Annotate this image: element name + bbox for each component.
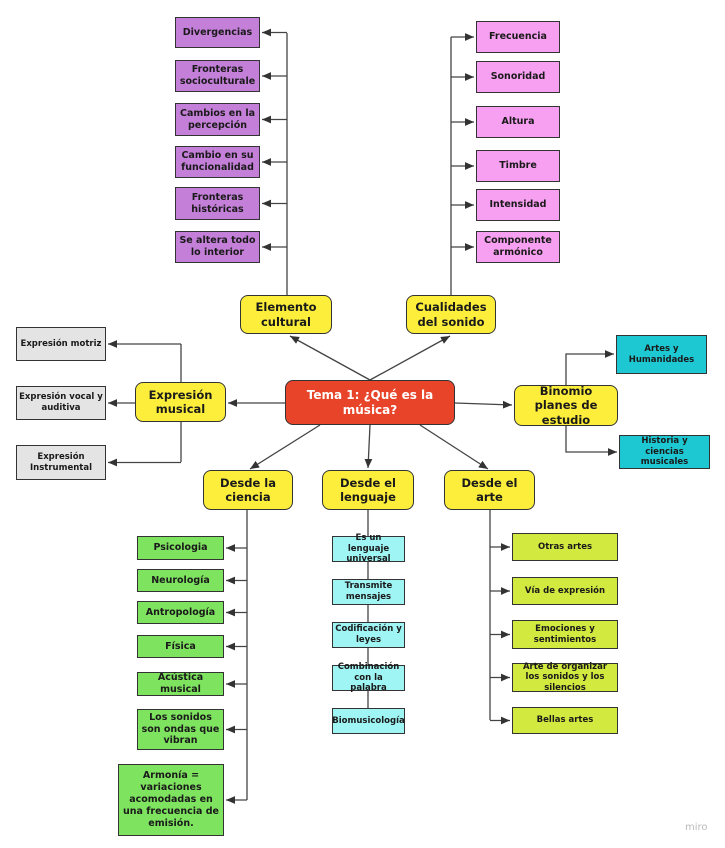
branch-binomio[interactable]: Binomio planes de estudio — [514, 383, 618, 427]
sonido-item-label: Sonoridad — [490, 71, 546, 83]
binomio-item-label: Artes y Humanidades — [628, 343, 695, 365]
sonido-item[interactable]: Sonoridad — [476, 61, 560, 93]
branch-arte-label: Desde el arte — [461, 475, 518, 504]
ciencia-item[interactable]: Los sonidos son ondas que vibran — [137, 709, 224, 750]
connector-line — [565, 426, 617, 456]
arte-item-label: Arte de organizar los sonidos y los sile… — [522, 661, 608, 693]
arte-item-label: Emociones y sentimientos — [533, 623, 597, 645]
expresion-item[interactable]: Expresión motriz — [16, 327, 106, 361]
expresion-item[interactable]: Expresión Instrumental — [16, 445, 106, 480]
arte-item[interactable]: Otras artes — [512, 533, 618, 561]
cultural-item[interactable]: Se altera todo lo interior — [175, 231, 260, 263]
binomio-item-label: Historia y ciencias musicales — [640, 436, 689, 468]
lenguaje-item[interactable]: Combinación con la palabra — [332, 662, 405, 694]
cultural-item-label: Divergencias — [182, 26, 253, 38]
sonido-item[interactable]: Intensidad — [476, 189, 560, 221]
miro-watermark: miro — [685, 822, 708, 833]
connector-line — [369, 335, 451, 381]
sonido-item[interactable]: Timbre — [476, 150, 560, 182]
expresion-item-label: Expresión Instrumental — [30, 451, 92, 473]
connector-line — [289, 335, 371, 381]
cultural-item[interactable]: Cambio en su funcionalidad — [175, 146, 260, 178]
ciencia-item[interactable]: Física — [137, 635, 224, 658]
lenguaje-item[interactable]: Transmite mensajes — [332, 579, 405, 605]
expresion-item-label: Expresión vocal y auditiva — [19, 392, 103, 413]
ciencia-item[interactable]: Neurología — [137, 569, 224, 592]
ciencia-item-label: Psicologia — [153, 542, 208, 554]
sonido-item-label: Timbre — [499, 160, 537, 172]
ciencia-item[interactable]: Acústica musical — [137, 672, 224, 696]
arte-item[interactable]: Bellas artes — [512, 707, 618, 734]
branch-ciencia[interactable]: Desde la ciencia — [203, 470, 293, 510]
expresion-item-label: Expresión motriz — [20, 338, 102, 349]
sonido-item-label: Altura — [501, 116, 535, 128]
ciencia-item[interactable]: Antropología — [137, 601, 224, 624]
cultural-item-label: Cambio en su funcionalidad — [181, 150, 254, 173]
lenguaje-item[interactable]: Codificación y leyes — [332, 622, 405, 648]
arte-item[interactable]: Emociones y sentimientos — [512, 620, 618, 649]
branch-cultural[interactable]: Elemento cultural — [240, 295, 332, 334]
sonido-item[interactable]: Frecuencia — [476, 21, 560, 53]
cultural-item[interactable]: Fronteras socioculturale — [175, 60, 260, 92]
sonido-item-label: Intensidad — [489, 199, 547, 211]
binomio-item[interactable]: Historia y ciencias musicales — [619, 435, 710, 469]
arte-item-label: Vía de expresión — [524, 585, 606, 596]
central-topic[interactable]: Tema 1: ¿Qué es la música? — [285, 380, 455, 425]
connector-line — [364, 424, 373, 469]
arte-item-label: Bellas artes — [536, 715, 594, 726]
ciencia-item-label: Acústica musical — [157, 672, 204, 695]
lenguaje-item[interactable]: Es un lenguaje universal — [332, 533, 405, 565]
arte-item-label: Otras artes — [537, 541, 593, 552]
lenguaje-item-label: Biomusicología — [332, 715, 405, 726]
cultural-item-label: Fronteras históricas — [191, 191, 244, 215]
ciencia-item-label: Los sonidos son ondas que vibran — [141, 711, 220, 747]
ciencia-item[interactable]: Armonía = variaciones acomodadas en una … — [118, 764, 224, 836]
lenguaje-item-label: Transmite mensajes — [344, 581, 393, 602]
binomio-item[interactable]: Artes y Humanidades — [616, 335, 707, 374]
connector-line — [454, 400, 513, 409]
connector-line — [419, 424, 489, 470]
connector-line — [565, 350, 614, 385]
branch-binomio-label: Binomio planes de estudio — [534, 383, 598, 427]
ciencia-item[interactable]: Psicologia — [137, 536, 224, 560]
sonido-item-label: Componente armónico — [484, 235, 552, 258]
lenguaje-item-label: Es un lenguaje universal — [346, 533, 391, 565]
expresion-item[interactable]: Expresión vocal y auditiva — [16, 386, 106, 420]
arte-item[interactable]: Arte de organizar los sonidos y los sile… — [512, 661, 618, 693]
branch-expresion-label: Expresión musical — [148, 387, 213, 416]
branch-sonido-label: Cualidades del sonido — [415, 300, 487, 329]
cultural-item[interactable]: Fronteras históricas — [175, 187, 260, 220]
lenguaje-item-label: Codificación y leyes — [335, 624, 402, 645]
branch-sonido[interactable]: Cualidades del sonido — [406, 295, 496, 334]
central-topic-label: Tema 1: ¿Qué es la música? — [306, 387, 434, 417]
cultural-item[interactable]: Divergencias — [175, 17, 260, 48]
lenguaje-item-label: Combinación con la palabra — [337, 662, 400, 694]
sonido-item[interactable]: Componente armónico — [476, 231, 560, 263]
sonido-item[interactable]: Altura — [476, 106, 560, 138]
branch-arte[interactable]: Desde el arte — [444, 470, 535, 510]
ciencia-item-label: Neurología — [151, 574, 210, 586]
cultural-item-label: Fronteras socioculturale — [179, 64, 256, 87]
branch-cultural-label: Elemento cultural — [255, 300, 317, 329]
ciencia-item-label: Física — [165, 640, 196, 652]
branch-lenguaje[interactable]: Desde el lenguaje — [322, 470, 414, 510]
cultural-item[interactable]: Cambios en la percepción — [175, 103, 260, 136]
sonido-item-label: Frecuencia — [489, 31, 547, 43]
cultural-item-label: Cambios en la percepción — [179, 107, 255, 131]
connector-line — [249, 424, 321, 470]
ciencia-item-label: Armonía = variaciones acomodadas en una … — [123, 770, 219, 829]
cultural-item-label: Se altera todo lo interior — [179, 235, 256, 258]
branch-expresion[interactable]: Expresión musical — [135, 382, 226, 422]
branch-ciencia-label: Desde la ciencia — [220, 475, 276, 504]
arte-item[interactable]: Vía de expresión — [512, 577, 618, 605]
ciencia-item-label: Antropología — [145, 606, 216, 618]
lenguaje-item[interactable]: Biomusicología — [332, 708, 405, 734]
branch-lenguaje-label: Desde el lenguaje — [340, 475, 396, 504]
